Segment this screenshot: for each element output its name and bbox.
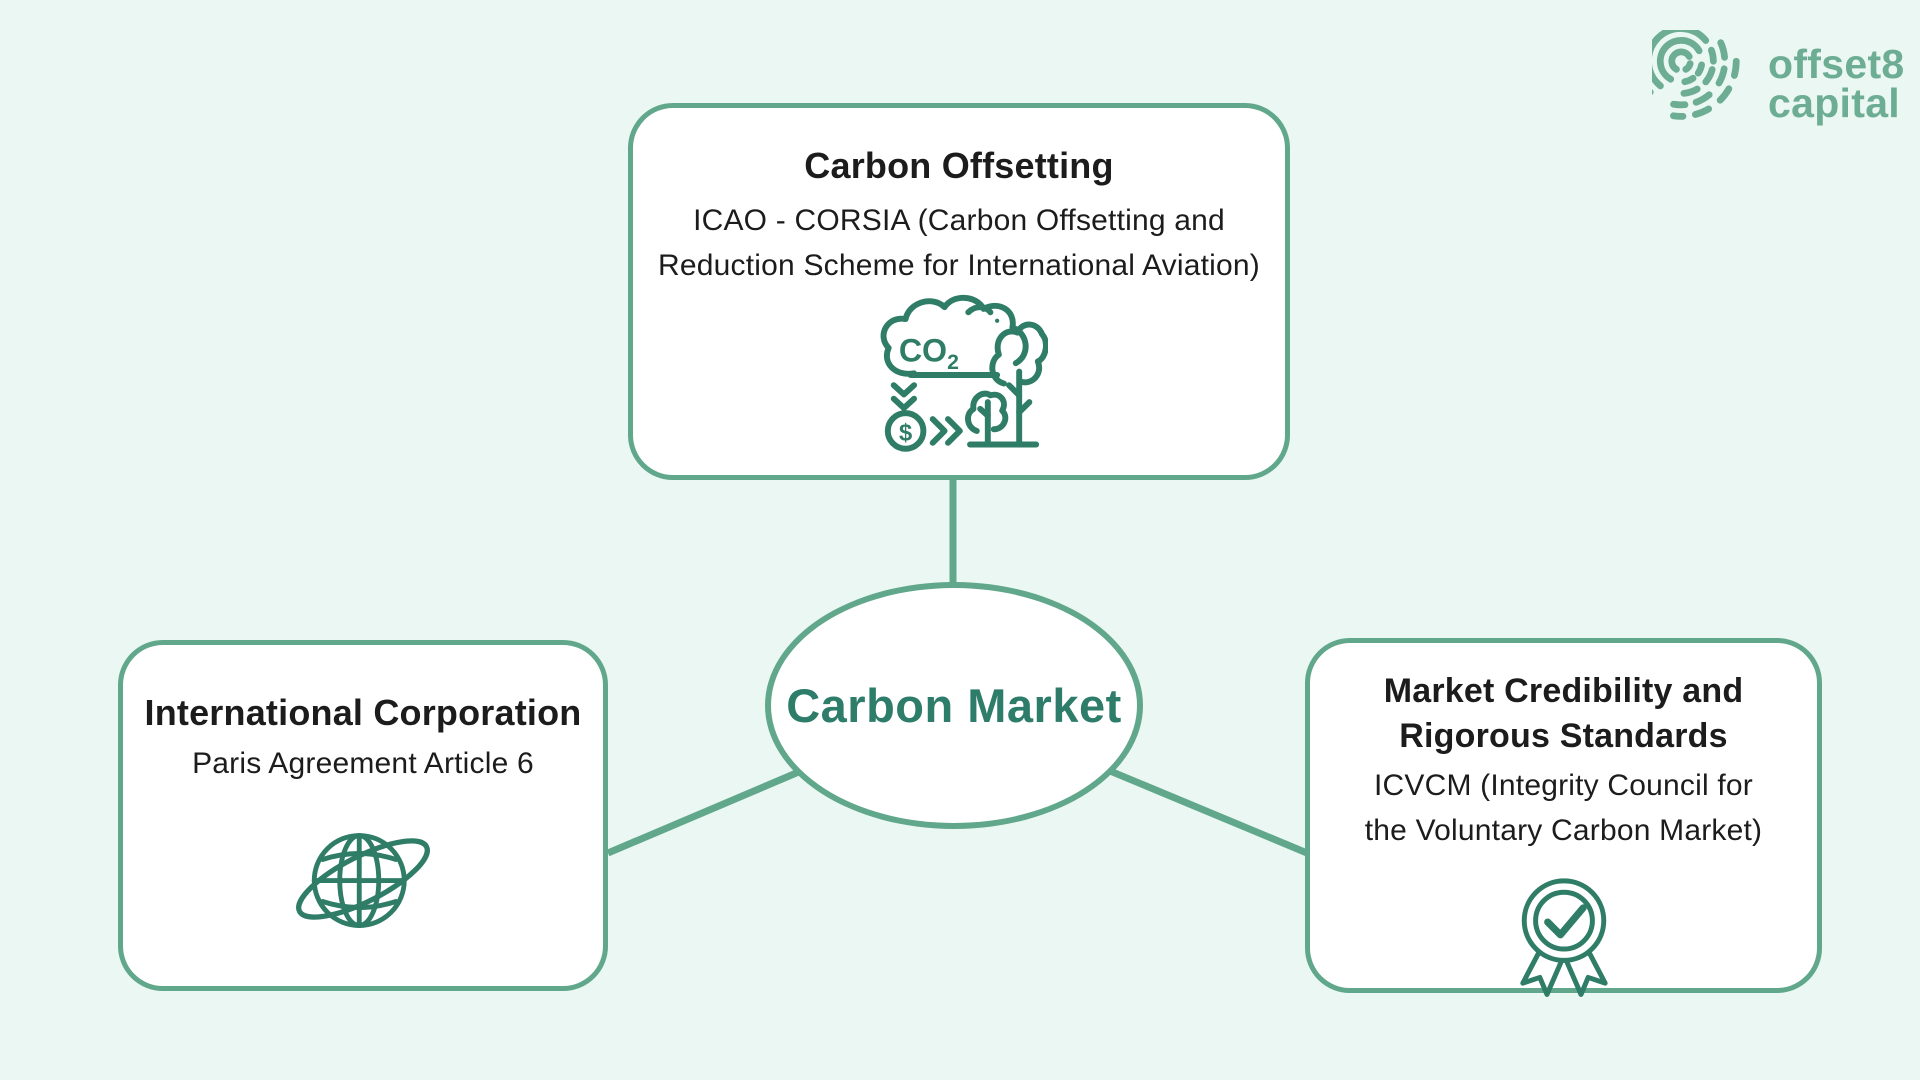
svg-text:$: $ <box>899 420 912 446</box>
svg-text:CO2: CO2 <box>899 332 959 374</box>
node-title: International Corporation <box>144 692 582 733</box>
node-international-corporation: International Corporation Paris Agreemen… <box>118 640 608 991</box>
node-title: Carbon Offsetting <box>804 145 1114 186</box>
offset8-fingerprint-arcs-icon <box>1652 30 1740 120</box>
icon-wrap <box>123 804 603 954</box>
globe-orbit-icon <box>296 832 430 928</box>
center-node-carbon-market: Carbon Market <box>765 582 1143 829</box>
award-ribbon-icon <box>1519 878 1608 997</box>
node-market-credibility: Market Credibility and Rigorous Standard… <box>1305 638 1822 997</box>
co2-to-trees-icon: CO2 $ <box>880 294 1048 452</box>
icon-wrap: CO2 $ <box>633 290 1285 460</box>
node-description: ICAO - CORSIA (Carbon Offsetting and Red… <box>658 203 1260 282</box>
center-node-label: Carbon Market <box>786 679 1122 732</box>
node-description: Paris Agreement Article 6 <box>192 746 534 780</box>
icon-wrap <box>1310 861 1817 1003</box>
node-description: ICVCM (Integrity Council for the Volunta… <box>1364 768 1763 847</box>
node-title: Market Credibility and Rigorous Standard… <box>1383 672 1744 755</box>
brand-logo: offset8 capital <box>1652 30 1905 134</box>
node-carbon-offsetting: Carbon Offsetting ICAO - CORSIA (Carbon … <box>628 103 1290 480</box>
brand-logo-text: offset8 capital <box>1768 40 1905 126</box>
